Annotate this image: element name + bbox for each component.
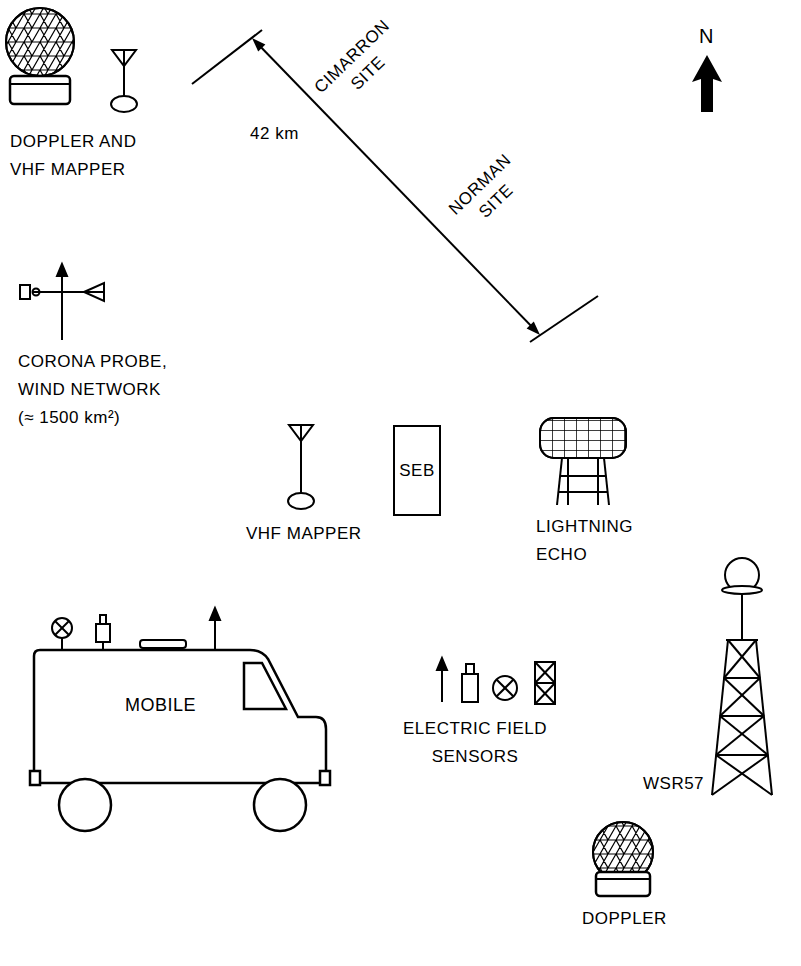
- lightning-echo-radar: [540, 418, 626, 505]
- node-text: MOBILE: [125, 693, 196, 717]
- distance-label: 42 km: [250, 120, 299, 148]
- doppler-radome: [6, 8, 74, 104]
- site-label: NORMAN SITE: [436, 142, 540, 245]
- instrument-label: ELECTRIC FIELD SENSORS: [400, 715, 550, 771]
- instrument-label: WSR57: [643, 770, 704, 798]
- site-line: [192, 30, 262, 84]
- wsr57-tower: [712, 558, 772, 795]
- site-line: [530, 296, 598, 342]
- site-label: CIMARRON SITE: [308, 14, 412, 117]
- instrument-label: DOPPLER AND VHF MAPPER: [10, 128, 140, 184]
- corona-wind-symbol: [20, 264, 104, 340]
- north-label: N: [699, 22, 714, 50]
- roof-sensors: [52, 608, 220, 650]
- van-outline: [30, 645, 330, 840]
- instrument-label: CORONA PROBE, WIND NETWORK (≈ 1500 km²): [18, 348, 170, 432]
- instrument-label: LIGHTNING ECHO: [536, 513, 646, 569]
- building-box: SEB: [393, 425, 441, 516]
- node-text: SEB: [399, 459, 435, 483]
- instrument-label: DOPPLER: [582, 905, 667, 933]
- doppler-radome: [593, 822, 653, 896]
- vhf-antenna: [288, 425, 314, 509]
- field-sensor-icons: [437, 658, 555, 704]
- distance-arrow: [252, 38, 540, 335]
- instrument-label: VHF MAPPER: [246, 520, 362, 548]
- north-arrow: [692, 55, 722, 112]
- vhf-antenna: [111, 50, 137, 112]
- mobile-van: MOBILE: [30, 645, 330, 840]
